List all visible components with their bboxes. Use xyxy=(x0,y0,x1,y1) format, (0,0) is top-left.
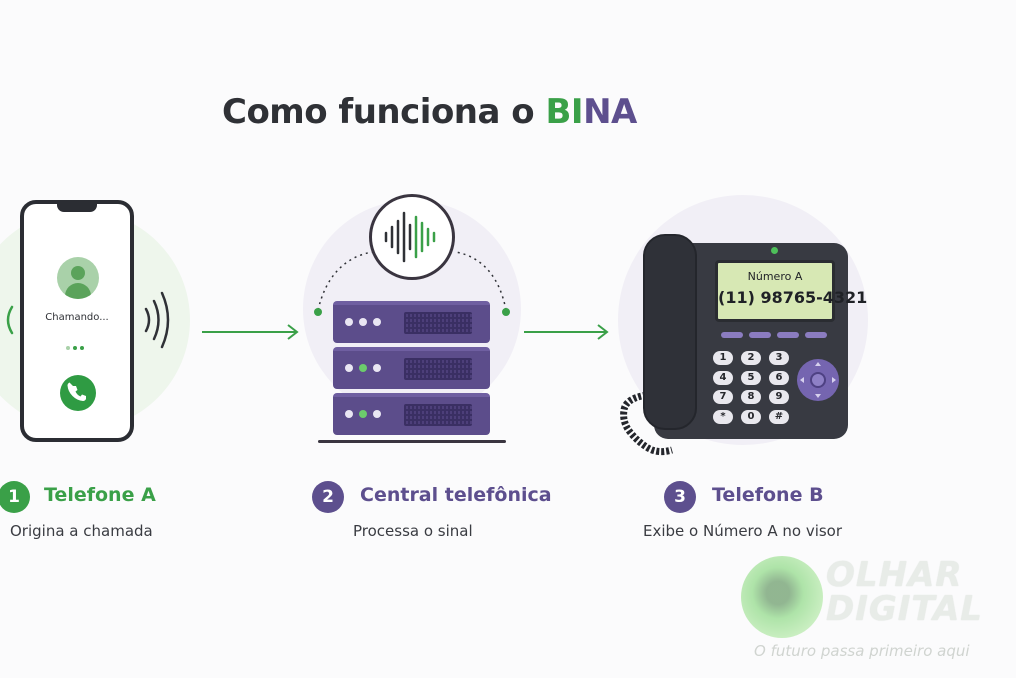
calling-text: Chamando... xyxy=(45,312,109,323)
sound-waves-icon xyxy=(6,291,170,349)
keypad-key: 0 xyxy=(741,409,761,424)
handset-cord xyxy=(620,392,673,456)
watermark-tagline: O futuro passa primeiro aqui xyxy=(754,642,970,660)
server-unit xyxy=(333,347,490,389)
arrow-central-to-b xyxy=(524,324,609,340)
step-3-title: Telefone B xyxy=(712,484,824,506)
keypad-key: 7 xyxy=(713,390,733,404)
caller-id-screen: Número A (11) 98765-4321 xyxy=(715,260,868,322)
title-na: NA xyxy=(583,92,637,132)
signal-connections xyxy=(314,251,510,316)
watermark-logo-icon xyxy=(741,556,823,638)
softkey xyxy=(721,332,743,338)
keypad-key: 4 xyxy=(713,370,733,385)
signal-waveform-icon xyxy=(369,194,455,280)
step-1-description: Origina a chamada xyxy=(10,522,153,540)
call-button-icon xyxy=(60,375,96,411)
keypad-key: 1 xyxy=(713,351,733,365)
calling-dots xyxy=(66,335,87,354)
watermark-brand-line2: DIGITAL xyxy=(826,589,983,629)
server-unit xyxy=(333,301,490,343)
step-1-number: 1 xyxy=(0,481,30,513)
keypad-key: 6 xyxy=(769,370,789,385)
step-3-number: 3 xyxy=(664,481,696,513)
keypad-key: 2 xyxy=(741,351,761,365)
nav-pad-icon xyxy=(797,359,839,401)
status-led xyxy=(771,247,778,254)
softkey xyxy=(805,332,827,338)
softkey xyxy=(777,332,799,338)
step-2-title: Central telefônica xyxy=(360,484,552,506)
step-2-description: Processa o sinal xyxy=(353,522,473,540)
phone-a-illustration: Chamando... xyxy=(20,200,134,442)
desk-phone-handset xyxy=(643,234,697,430)
keypad-key: 9 xyxy=(769,390,789,404)
step-3-description: Exibe o Número A no visor xyxy=(643,522,843,540)
server-unit xyxy=(333,393,490,435)
arrow-a-to-central xyxy=(202,324,299,340)
keypad-key: * xyxy=(713,409,733,424)
phone-notch xyxy=(57,203,97,212)
step-2-number: 2 xyxy=(312,481,344,513)
step-1-title: Telefone A xyxy=(44,484,156,506)
diagram-title: Como funciona o BINA xyxy=(222,92,637,132)
title-prefix: Como funciona o xyxy=(222,92,546,132)
keypad-key: 3 xyxy=(769,351,789,365)
title-bi: BI xyxy=(545,92,584,132)
server-base xyxy=(318,440,506,443)
softkey xyxy=(749,332,771,338)
keypad-key: 8 xyxy=(741,390,761,404)
watermark-brand-line1: OLHAR xyxy=(826,555,963,595)
screen-number: (11) 98765-4321 xyxy=(718,288,868,307)
keypad-key: # xyxy=(769,409,789,424)
screen-label: Número A xyxy=(747,270,803,283)
keypad-key: 5 xyxy=(741,370,761,385)
contact-avatar-icon xyxy=(57,257,99,299)
